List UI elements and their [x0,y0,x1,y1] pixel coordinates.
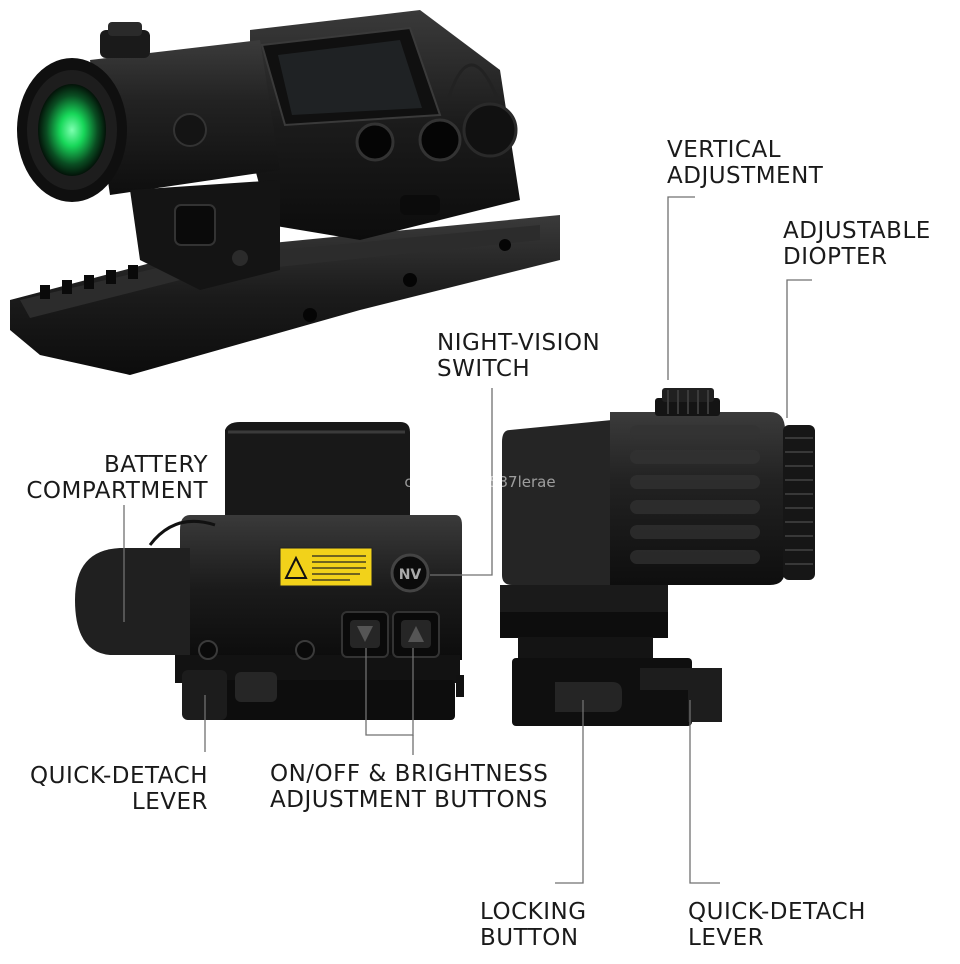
battery-compartment-label-line2: COMPARTMENT [26,478,208,504]
magnifier-side-view [500,388,815,726]
night-vision-switch-label-line2: SWITCH [437,356,530,382]
night-vision-button[interactable] [390,553,430,593]
on-off-brightness-label-line2: ADJUSTMENT BUTTONS [270,787,548,813]
callout-labels: VERTICAL ADJUSTMENT ADJUSTABLE DIOPTER N… [26,137,930,951]
quick-detach-lever-left-label-line1: QUICK-DETACH [30,763,208,789]
adjustable-diopter-label-line2: DIOPTER [783,244,888,270]
quick-detach-lever-left-label-line2: LEVER [132,789,208,815]
green-lens-icon [38,84,106,176]
night-vision-switch-label-line1: NIGHT-VISION [437,330,600,356]
laser-warning-label [279,547,373,587]
quick-detach-lever-right-label-line2: LEVER [688,925,764,951]
quick-detach-lever-right[interactable] [640,668,722,722]
leader-lines [123,196,812,884]
nv-button-text: NV [399,567,422,583]
watermark-text: cn1076546537lerae [404,473,555,491]
adjustable-diopter-label-line1: ADJUSTABLE [783,218,931,244]
on-off-brightness-label-line1: ON/OFF & BRIGHTNESS [270,761,548,787]
vertical-adjustment-label-line2: ADJUSTMENT [667,163,824,189]
locking-button-label-line1: LOCKING [480,899,587,925]
locking-button-label-line2: BUTTON [480,925,579,951]
vertical-adjustment-label-line1: VERTICAL [667,137,781,163]
battery-compartment-label-line1: BATTERY [104,452,208,478]
locking-button[interactable] [555,682,622,712]
assembled-sight-photo [10,10,560,375]
quick-detach-lever-right-label-line1: QUICK-DETACH [688,899,866,925]
holographic-sight-side-view: NV [75,422,464,720]
